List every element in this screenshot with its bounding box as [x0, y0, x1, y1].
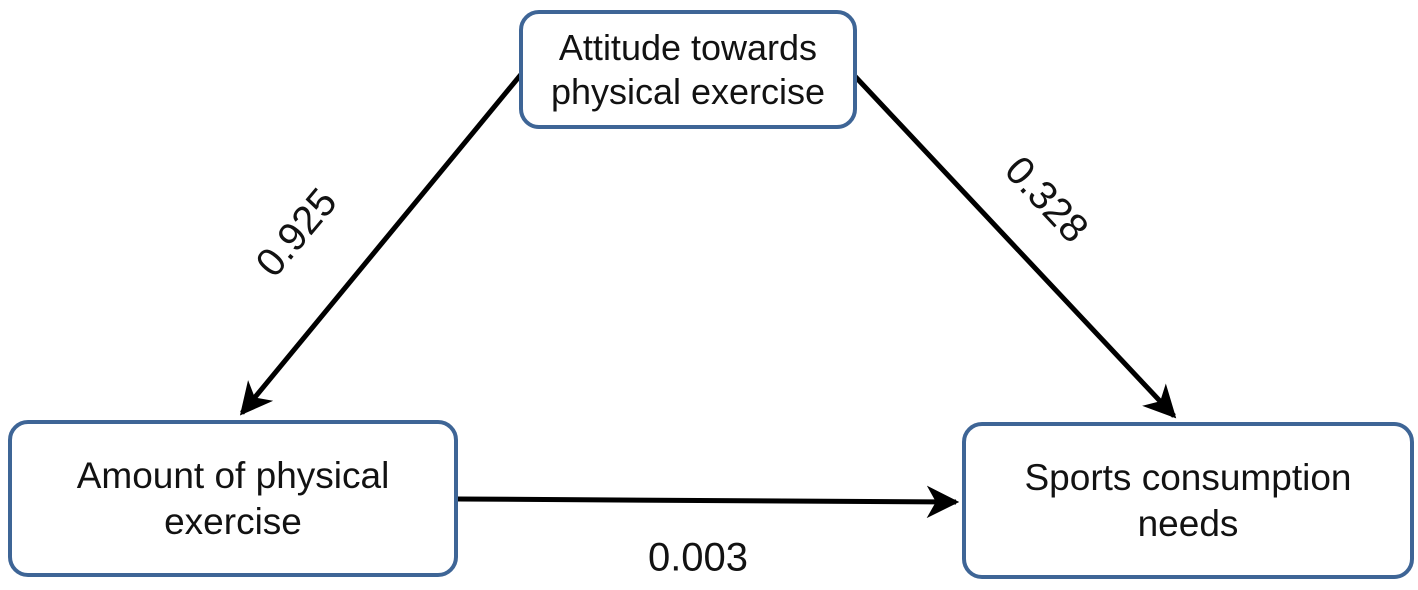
arrow-amount-to-sports [457, 485, 960, 519]
node-label: Attitude towards physical exercise [550, 26, 826, 112]
node-attitude-towards-physical-exercise: Attitude towards physical exercise [519, 10, 857, 129]
node-amount-of-physical-exercise: Amount of physical exercise [8, 420, 458, 577]
node-label: Sports consumption needs [1024, 457, 1352, 544]
arrow-attitude-to-amount [239, 70, 525, 416]
arrow-attitude-to-sports [849, 70, 1177, 419]
node-label: Amount of physical exercise [76, 455, 390, 542]
coefficient-amount-to-sports: 0.003 [647, 535, 749, 580]
node-sports-consumption-needs: Sports consumption needs [962, 422, 1414, 579]
